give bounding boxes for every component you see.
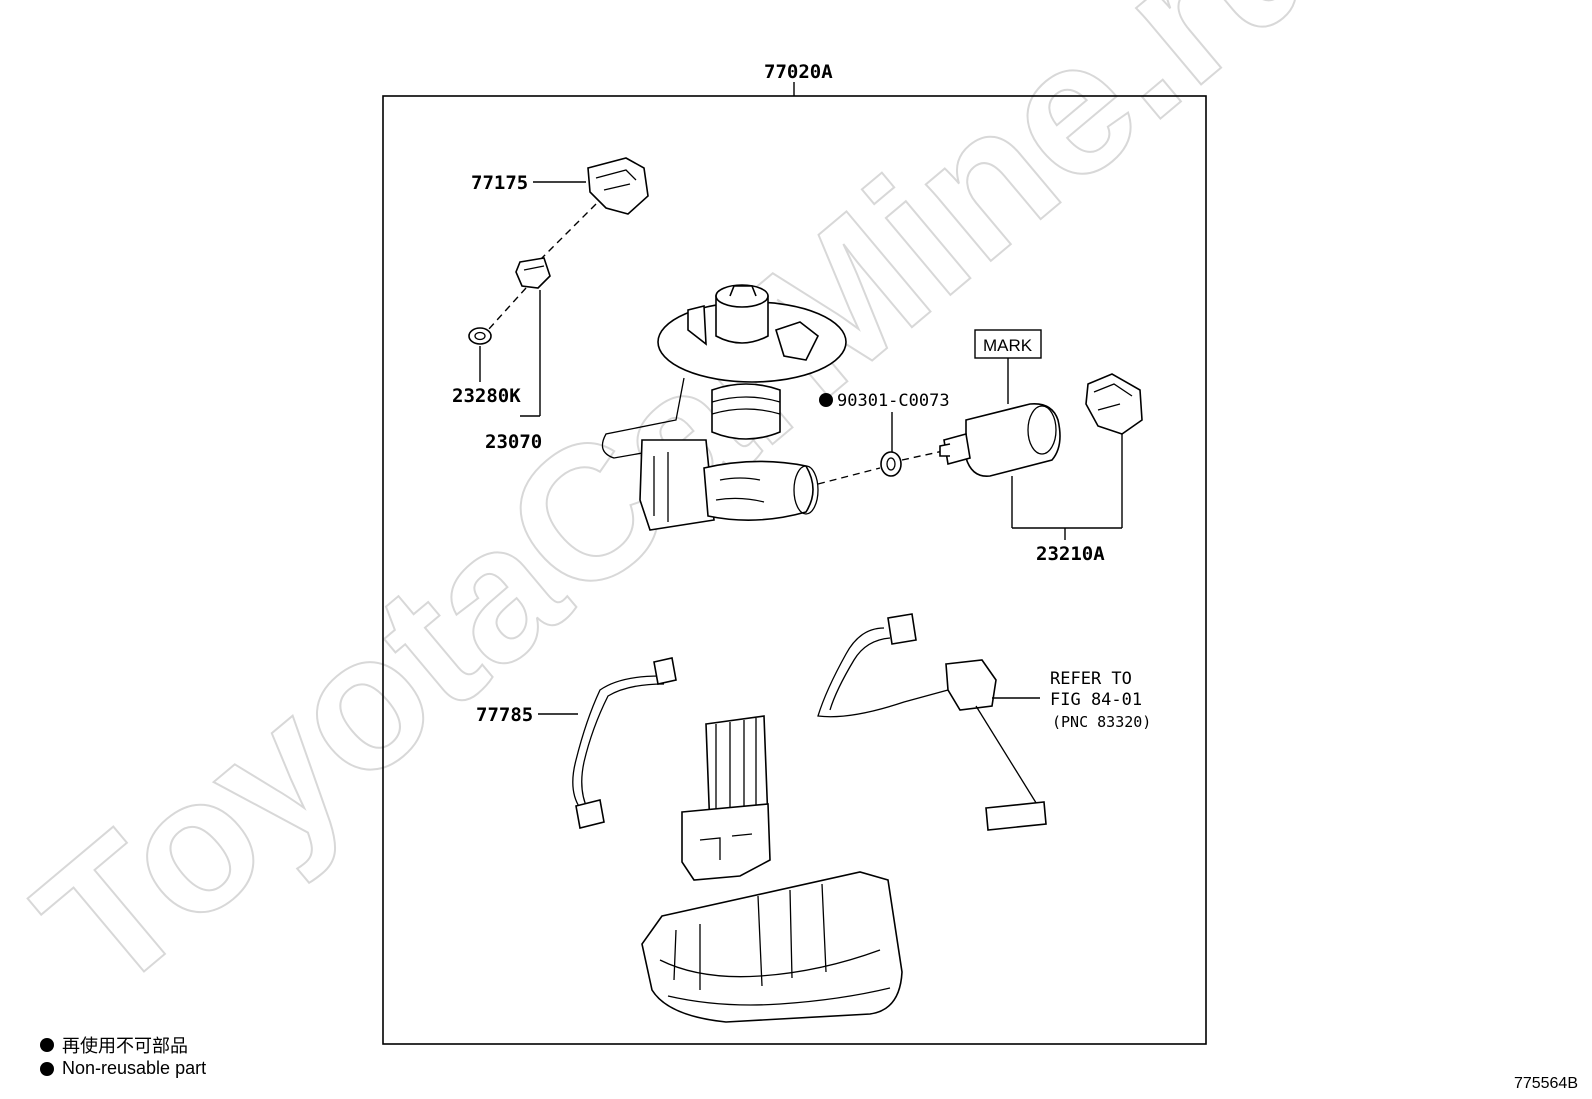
bullet-icon: [40, 1038, 54, 1052]
label-refer-1: REFER TO: [1050, 669, 1132, 689]
label-assembly[interactable]: 77020A: [764, 61, 833, 83]
fuel-pump-module[interactable]: [601, 284, 847, 531]
label-ring-part[interactable]: 90301-C0073: [837, 391, 950, 411]
fuel-pump[interactable]: [939, 403, 1061, 477]
label-pump[interactable]: 23210A: [1036, 543, 1105, 565]
label-sensor-sub[interactable]: 23070: [485, 431, 542, 453]
legend-text-en: Non-reusable part: [62, 1058, 207, 1078]
wire-harness[interactable]: [572, 657, 677, 829]
suction-filter[interactable]: [681, 715, 771, 881]
sensor-part[interactable]: [515, 257, 551, 289]
legend-row-en: Non-reusable part: [40, 1058, 206, 1079]
label-mark: MARK: [983, 336, 1033, 355]
mark-box: [974, 329, 1042, 359]
sub-tank-cup[interactable]: [641, 871, 903, 1023]
label-refer-3: (PNC 83320): [1052, 713, 1151, 731]
gasket-ring[interactable]: [468, 327, 492, 345]
fuel-sender-gauge[interactable]: [817, 613, 1047, 831]
label-bracket[interactable]: 77175: [471, 172, 528, 194]
figure-code: 775564B: [1513, 1075, 1578, 1092]
label-wire[interactable]: 77785: [476, 704, 533, 726]
label-refer-2: FIG 84-01: [1050, 690, 1142, 710]
o-ring[interactable]: [880, 451, 902, 477]
bullet-icon: [40, 1061, 54, 1076]
bracket-part[interactable]: [587, 157, 649, 215]
pump-clip[interactable]: [1085, 373, 1143, 435]
legend-row-jp: 再使用不可部品: [40, 1032, 188, 1058]
legend-text-jp: 再使用不可部品: [62, 1036, 188, 1056]
non-reusable-mark: [819, 393, 833, 407]
label-gasket[interactable]: 23280K: [452, 385, 521, 407]
